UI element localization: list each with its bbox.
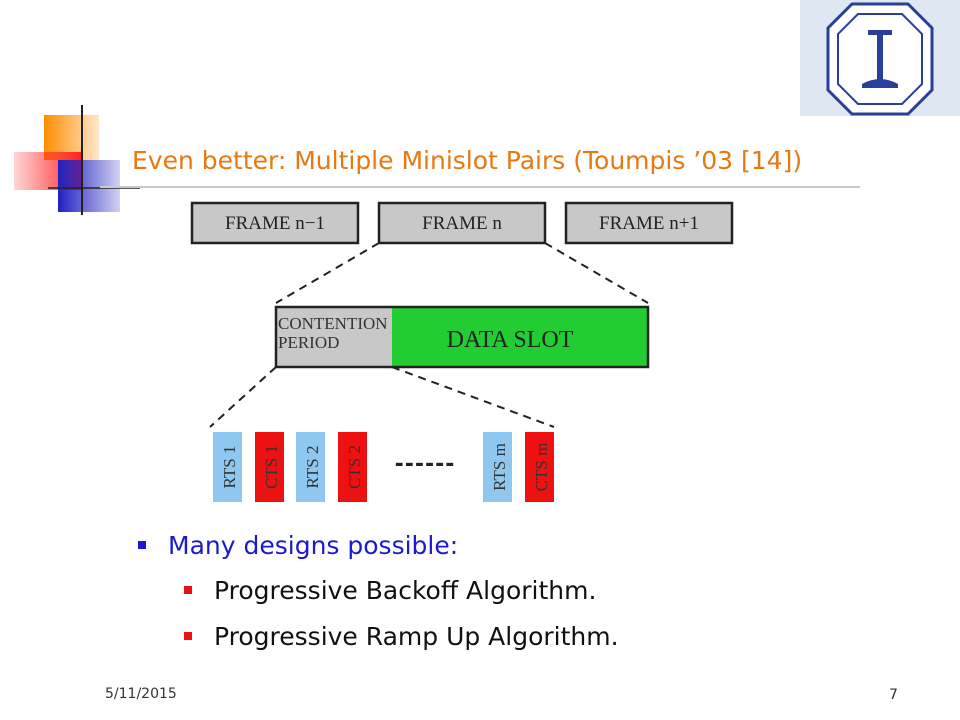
bullet-square-icon <box>138 541 146 549</box>
frame-n-minus-1: FRAME n−1 <box>190 201 360 245</box>
sub-bullet-text: Progressive Backoff Algorithm. <box>214 575 597 605</box>
minislot-rts-2: RTS 2 <box>296 432 325 502</box>
minislot-cts-1: CTS 1 <box>255 432 284 502</box>
data-slot: DATA SLOT <box>392 307 648 367</box>
contention-period: CONTENTION PERIOD <box>276 307 392 367</box>
data-slot-label: DATA SLOT <box>447 327 574 353</box>
frame-detail-border <box>274 305 650 369</box>
minislot-rts-m: RTS m <box>483 432 512 502</box>
footer-date: 5/11/2015 <box>105 686 177 702</box>
page-number: 7 <box>889 687 898 703</box>
contention-label-line2: PERIOD <box>278 333 339 352</box>
minislot-label: CTS 2 <box>345 445 364 489</box>
minislot-label: CTS m <box>532 443 551 492</box>
title-divider <box>100 186 860 188</box>
frame-structure-diagram: FRAME n−1 FRAME n FRAME n+1 CONTENTION P… <box>180 195 750 515</box>
university-seal-icon <box>826 2 934 116</box>
sub-bullet-text: Progressive Ramp Up Algorithm. <box>214 621 619 651</box>
expand-line-left <box>275 242 380 304</box>
bullet-text: Many designs possible: <box>168 530 459 560</box>
bullet-square-icon <box>184 586 192 594</box>
minislot-rts-1: RTS 1 <box>213 432 242 502</box>
sub-bullet-item: Progressive Backoff Algorithm. <box>184 572 596 608</box>
contention-label-line1: CONTENTION <box>278 314 388 333</box>
bullet-square-icon <box>184 632 192 640</box>
frame-label: FRAME n+1 <box>599 213 699 234</box>
slide-title: Even better: Multiple Minislot Pairs (To… <box>132 146 803 175</box>
minislot-cts-2: CTS 2 <box>338 432 367 502</box>
minislot-ellipsis: ------ <box>395 452 456 477</box>
frame-label: FRAME n <box>422 213 502 234</box>
bullet-item: Many designs possible: <box>138 527 458 563</box>
expand-line-right <box>544 242 649 304</box>
expand-line-left-2 <box>209 366 277 428</box>
minislot-label: RTS m <box>490 443 509 491</box>
minislot-label: RTS 1 <box>220 446 239 489</box>
minislot-label: RTS 2 <box>303 446 322 489</box>
decor-squares <box>0 100 190 220</box>
frame-label: FRAME n−1 <box>225 213 325 234</box>
minislot-cts-m: CTS m <box>525 432 554 502</box>
minislot-label: CTS 1 <box>262 445 281 489</box>
university-logo <box>800 0 960 116</box>
sub-bullet-item: Progressive Ramp Up Algorithm. <box>184 618 619 654</box>
expand-line-right-2 <box>391 366 555 428</box>
frame-n-plus-1: FRAME n+1 <box>564 201 734 245</box>
frame-n: FRAME n <box>377 201 547 245</box>
